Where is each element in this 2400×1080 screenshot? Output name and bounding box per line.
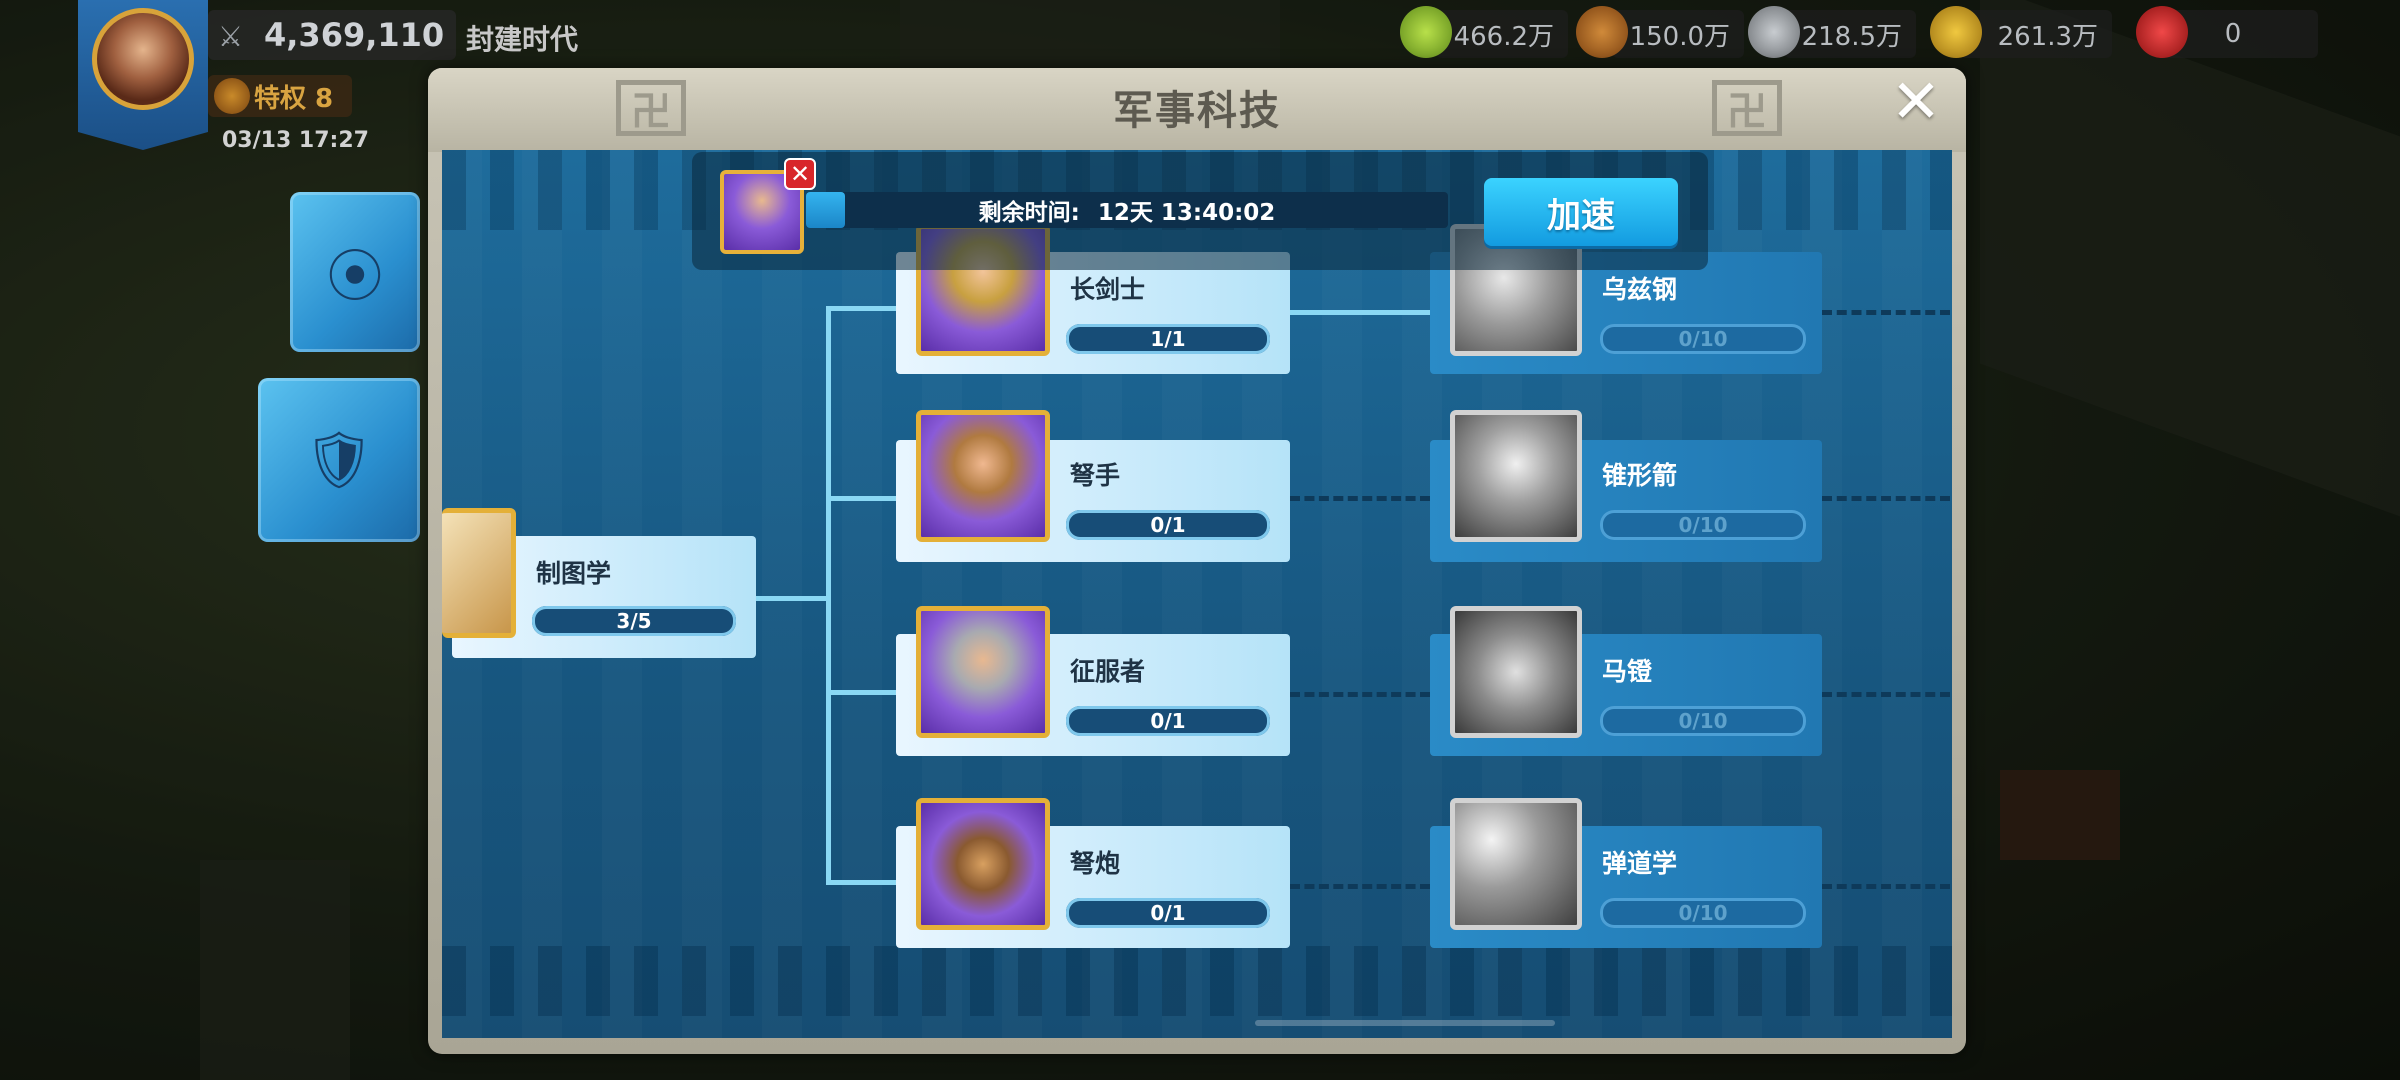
resource-stone-value: 218.5万 xyxy=(1801,21,1902,52)
tech-progress: 3/5 xyxy=(532,606,736,636)
background-house xyxy=(2000,770,2120,860)
gem-icon xyxy=(2136,6,2188,58)
tech-progress: 0/10 xyxy=(1600,324,1806,354)
close-button[interactable]: ✕ xyxy=(1890,67,1942,137)
tech-name: 征服者 xyxy=(1070,657,1146,686)
resource-wood-value: 150.0万 xyxy=(1629,21,1730,52)
bodkin-arrow-icon xyxy=(1450,410,1582,542)
connector-tier3-3 xyxy=(1822,692,1950,697)
era-label: 封建时代 xyxy=(466,23,579,56)
vip-label: 特权 8 xyxy=(254,83,334,114)
crossbowman-icon xyxy=(916,410,1050,542)
time-remaining-value: 12天 13:40:02 xyxy=(1097,200,1276,226)
meander-ornament-right: 卍 xyxy=(1712,80,1782,136)
power-value: 4,369,110 xyxy=(264,16,445,54)
stone-icon xyxy=(1748,6,1800,58)
ballistics-icon xyxy=(1450,798,1582,930)
tech-progress: 0/10 xyxy=(1600,898,1806,928)
tech-progress: 0/1 xyxy=(1066,510,1270,540)
tech-progress: 0/10 xyxy=(1600,706,1806,736)
connector-branch-2 xyxy=(826,496,896,501)
resource-wood[interactable]: 150.0万 xyxy=(1612,10,1744,58)
stirrup-icon xyxy=(1450,606,1582,738)
panel-title: 军事科技 xyxy=(1113,88,1281,134)
research-time-remaining: 剩余时间: 12天 13:40:02 xyxy=(806,192,1448,228)
connector-branch-3 xyxy=(826,690,896,695)
resource-gold-value: 261.3万 xyxy=(1997,21,2098,52)
resource-food[interactable]: 466.2万 xyxy=(1436,10,1568,58)
resource-gold[interactable]: 261.3万 xyxy=(1960,10,2112,58)
wood-icon xyxy=(1576,6,1628,58)
resource-stone[interactable]: 218.5万 xyxy=(1784,10,1916,58)
connector-tier2-1 xyxy=(1290,310,1430,315)
tech-progress: 0/1 xyxy=(1066,706,1270,736)
military-tab[interactable]: 🛡 xyxy=(258,378,420,542)
cartography-icon xyxy=(442,508,516,638)
connector-tier2-4 xyxy=(1290,884,1430,889)
connector-tier3-4 xyxy=(1822,884,1950,889)
sword-shield-icon: 🛡 xyxy=(303,428,375,493)
economy-tab[interactable]: ⦿ xyxy=(290,192,420,352)
connector-tier3-1 xyxy=(1822,310,1950,315)
connector-tier3-2 xyxy=(1822,496,1950,501)
tech-name: 弩炮 xyxy=(1070,849,1121,878)
tech-name: 制图学 xyxy=(536,559,612,588)
gold-icon xyxy=(1930,6,1982,58)
ballista-icon xyxy=(916,798,1050,930)
background-tower xyxy=(200,860,350,1080)
tech-name: 弩手 xyxy=(1070,461,1121,490)
corn-icon xyxy=(1400,6,1452,58)
time-remaining-label: 剩余时间: xyxy=(978,200,1080,226)
vip-icon xyxy=(214,78,250,114)
connector-root xyxy=(754,596,826,601)
resource-food-value: 466.2万 xyxy=(1453,21,1554,52)
avatar[interactable] xyxy=(92,8,194,110)
background-wall xyxy=(900,0,1280,70)
connector-tier2-3 xyxy=(1290,692,1430,697)
tech-progress: 0/10 xyxy=(1600,510,1806,540)
connector-branch-4 xyxy=(826,880,896,885)
tech-progress: 0/1 xyxy=(1066,898,1270,928)
server-time: 03/13 17:27 xyxy=(222,128,369,153)
connector-tier2-2 xyxy=(1290,496,1430,501)
research-progress-track xyxy=(806,192,1448,228)
tech-name: 乌兹钢 xyxy=(1602,275,1678,304)
tech-name: 马镫 xyxy=(1602,657,1653,686)
speed-up-button[interactable]: 加速 xyxy=(1484,178,1678,246)
resource-gems-value: 0 xyxy=(2224,19,2242,49)
tech-name: 锥形箭 xyxy=(1602,461,1678,490)
connector-trunk xyxy=(826,308,831,882)
sword-icon: ⚔ xyxy=(218,20,244,53)
cancel-research-button[interactable]: ✕ xyxy=(784,158,816,190)
power-display: 4,369,110 xyxy=(208,10,456,60)
research-progress-fill xyxy=(806,192,845,228)
tech-name: 弹道学 xyxy=(1602,849,1678,878)
coins-icon: ⦿ xyxy=(327,244,383,310)
tech-name: 长剑士 xyxy=(1070,275,1146,304)
resource-gems[interactable]: 0 xyxy=(2162,10,2318,58)
board-pattern-bottom xyxy=(442,946,1952,1016)
meander-ornament-left: 卍 xyxy=(616,80,686,136)
horizontal-scrollbar[interactable] xyxy=(1255,1020,1555,1026)
connector-branch-1 xyxy=(826,306,896,311)
conquistador-icon xyxy=(916,606,1050,738)
tech-progress: 1/1 xyxy=(1066,324,1270,354)
